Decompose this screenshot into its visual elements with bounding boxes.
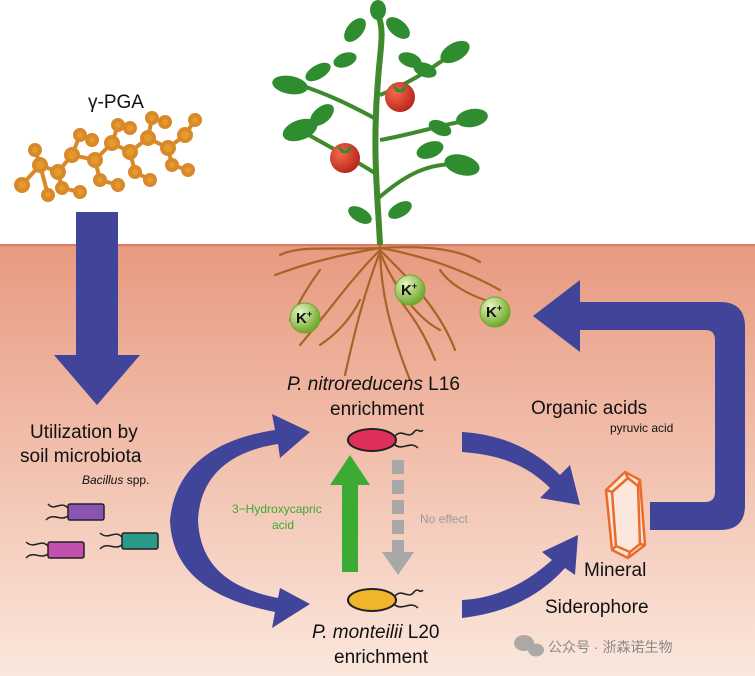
utilization-down-arrow (54, 212, 140, 405)
tomato-fruit (330, 143, 360, 173)
bacillus-spp: spp. (123, 473, 150, 487)
tomato-fruit (385, 82, 415, 112)
l20-bacterium-icon (347, 588, 424, 612)
utilization-to-l20-arrow (170, 520, 310, 628)
potassium-ion-3 (479, 296, 511, 328)
l16-enrichment: enrichment (330, 399, 424, 420)
utilization-label-line1: Utilization by (30, 422, 138, 443)
hydroxycapric-acid-arrow (330, 455, 370, 572)
l20-to-mineral-arrow (462, 535, 578, 618)
k-charge: + (411, 281, 418, 291)
pyruvic-acid-label: pyruvic acid (610, 421, 674, 435)
k-charge: + (306, 309, 313, 319)
wechat-icon (514, 635, 544, 657)
bacillus-cell-pink (25, 541, 85, 559)
no-effect-label: No effect (420, 512, 468, 526)
k-symbol: K (486, 304, 497, 321)
bacillus-genus: Bacillus (82, 473, 124, 487)
utilization-label-line2: soil microbiota (20, 446, 142, 467)
l16-strain: L16 (422, 374, 460, 395)
l20-strain: L20 (402, 622, 440, 643)
l16-bacterium-icon (347, 428, 424, 452)
no-effect-dashed-arrow (382, 460, 414, 575)
pga-label: γ-PGA (88, 92, 144, 113)
utilization-to-l16-arrow (170, 414, 310, 520)
hydroxycapric-label-line2: acid (272, 518, 295, 532)
potassium-ion-2 (394, 274, 426, 306)
l16-species: P. nitroreducens (287, 374, 423, 395)
potassium-label-2: K+ (401, 281, 417, 299)
mineral-label: Mineral (584, 560, 647, 581)
potassium-return-arrow (533, 280, 745, 530)
watermark-text: 公众号 · 浙森诺生物 (548, 639, 673, 655)
mineral-crystal-icon (604, 470, 647, 560)
bacillus-cell-purple (45, 503, 105, 521)
siderophore-label: Siderophore (545, 597, 649, 618)
potassium-label-1: K+ (296, 309, 312, 327)
bacillus-cell-teal (99, 532, 159, 550)
pga-molecule-icon (14, 111, 202, 202)
potassium-ion-1 (289, 302, 321, 334)
bacillus-label: Bacillus spp. (82, 473, 149, 487)
k-symbol: K (296, 310, 307, 327)
l20-species: P. monteilii (312, 622, 403, 643)
tomato-plant-icon (272, 0, 488, 246)
l20-enrichment: enrichment (334, 647, 428, 668)
l20-title: P. monteilii L20 (312, 622, 439, 644)
l16-to-mineral-arrow (462, 432, 580, 505)
hydroxycapric-label-line1: 3−Hydroxycapric (232, 502, 322, 516)
potassium-label-3: K+ (486, 303, 502, 321)
organic-acids-label: Organic acids (531, 398, 648, 419)
k-charge: + (496, 303, 503, 313)
k-symbol: K (401, 282, 412, 299)
l16-title: P. nitroreducens L16 (287, 374, 460, 396)
